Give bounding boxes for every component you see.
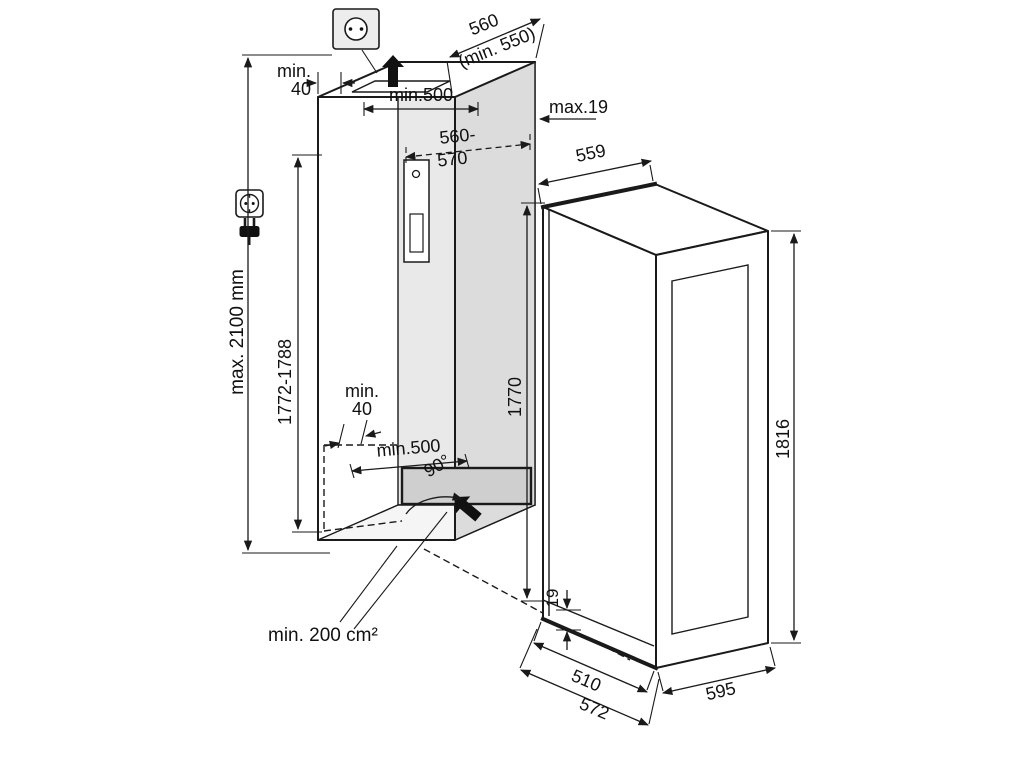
- dim-front-protrusion-label: max.19: [549, 97, 608, 117]
- socket-well: [344, 17, 368, 41]
- dim-bottom-overlap-label: 19: [543, 589, 562, 608]
- dim-niche-depth-label: 560: [466, 10, 501, 40]
- dim-interior-width-b-label: 570: [436, 148, 468, 171]
- dim-room-height: max. 2100 mm: [227, 54, 332, 554]
- dim-plinth-clearance-value-label: 40: [352, 399, 372, 419]
- dimension-line: [520, 669, 649, 726]
- socket-pin-hole: [348, 27, 353, 31]
- niche-front-opening: [317, 96, 456, 541]
- dim-bottom-width: 595: [657, 646, 777, 704]
- hinge-bracket-body: [403, 159, 430, 263]
- dim-top-duct-width: min.500: [362, 85, 480, 116]
- plug-body: [239, 226, 260, 237]
- dim-top-clearance-min-label: min.: [277, 61, 311, 81]
- dim-interior-width-a-label: 560-: [438, 124, 476, 148]
- hinge-bracket: [403, 159, 430, 263]
- arrow-right: [364, 429, 382, 438]
- dim-appliance-height-label: 1816: [773, 419, 793, 459]
- dim-appliance-top-depth-label: 559: [574, 140, 608, 166]
- extension-lines: [771, 230, 801, 644]
- plug-pins: [243, 218, 256, 226]
- dim-plinth-clearance-min-label: min.: [345, 381, 379, 401]
- dimension-line: [537, 158, 653, 187]
- niche-drawing: [317, 8, 631, 661]
- dim-door-height: 1770: [505, 202, 545, 602]
- hinge-bracket-slot: [409, 213, 424, 253]
- appliance-drawing: [540, 181, 769, 671]
- dim-top-duct-width-label: min.500: [389, 85, 453, 105]
- extension-lines: [337, 419, 368, 449]
- dimension-line: [404, 140, 532, 161]
- dim-front-protrusion: max.19: [538, 97, 608, 124]
- dim-top-clearance: min. 40: [277, 61, 355, 99]
- dim-vent-area-label: min. 200 cm²: [268, 625, 378, 646]
- airflow-up-arrow-icon: [382, 55, 404, 87]
- leader-lines: [339, 511, 448, 630]
- socket-pin-hole: [251, 202, 255, 205]
- appliance-front-face: [655, 230, 769, 669]
- power-plug-icon: [239, 218, 260, 245]
- dim-niche-height: 1772-1788: [275, 154, 322, 533]
- dim-interior-width: 560- 570: [404, 124, 532, 171]
- top-power-socket-icon: [332, 8, 380, 50]
- hinge-bracket-hole: [411, 169, 421, 179]
- socket-pin-hole: [244, 202, 248, 205]
- appliance-inner-edges: [542, 210, 655, 647]
- extension-lines: [519, 628, 660, 725]
- dimension-line: [449, 18, 541, 58]
- dim-plinth-clearance: min. 40: [324, 381, 382, 450]
- extension-lines: [292, 154, 322, 533]
- dim-appliance-height: 1816: [771, 230, 801, 644]
- dim-niche-height-label: 1772-1788: [275, 339, 295, 425]
- hidden-plinth-edges: [323, 444, 631, 661]
- dim-door-height-label: 1770: [505, 377, 525, 417]
- dim-top-clearance-value-label: 40: [291, 79, 311, 99]
- wall-socket-and-plug: [235, 189, 264, 245]
- dim-595-label: 595: [704, 678, 738, 704]
- extension-lines: [317, 72, 342, 94]
- dim-room-height-label: max. 2100 mm: [227, 269, 248, 395]
- socket-leader-line: [361, 49, 378, 74]
- arrow-left: [324, 440, 341, 450]
- extension-lines: [556, 609, 581, 631]
- extension-lines: [242, 54, 332, 554]
- dim-vent-area: min. 200 cm²: [268, 511, 448, 646]
- dim-572-label: 572: [577, 693, 612, 723]
- angle-arc: [405, 492, 464, 515]
- dim-510-label: 510: [569, 665, 604, 695]
- dimension-line: [661, 665, 777, 696]
- socket-pin-hole: [359, 27, 364, 31]
- dimension-line: [350, 457, 469, 475]
- airflow-inlet-arrow-icon: [453, 496, 482, 522]
- appliance-door-panel: [671, 264, 749, 635]
- dim-bottom-depth-outer: 572: [519, 628, 660, 726]
- wall-power-socket-icon: [235, 189, 264, 218]
